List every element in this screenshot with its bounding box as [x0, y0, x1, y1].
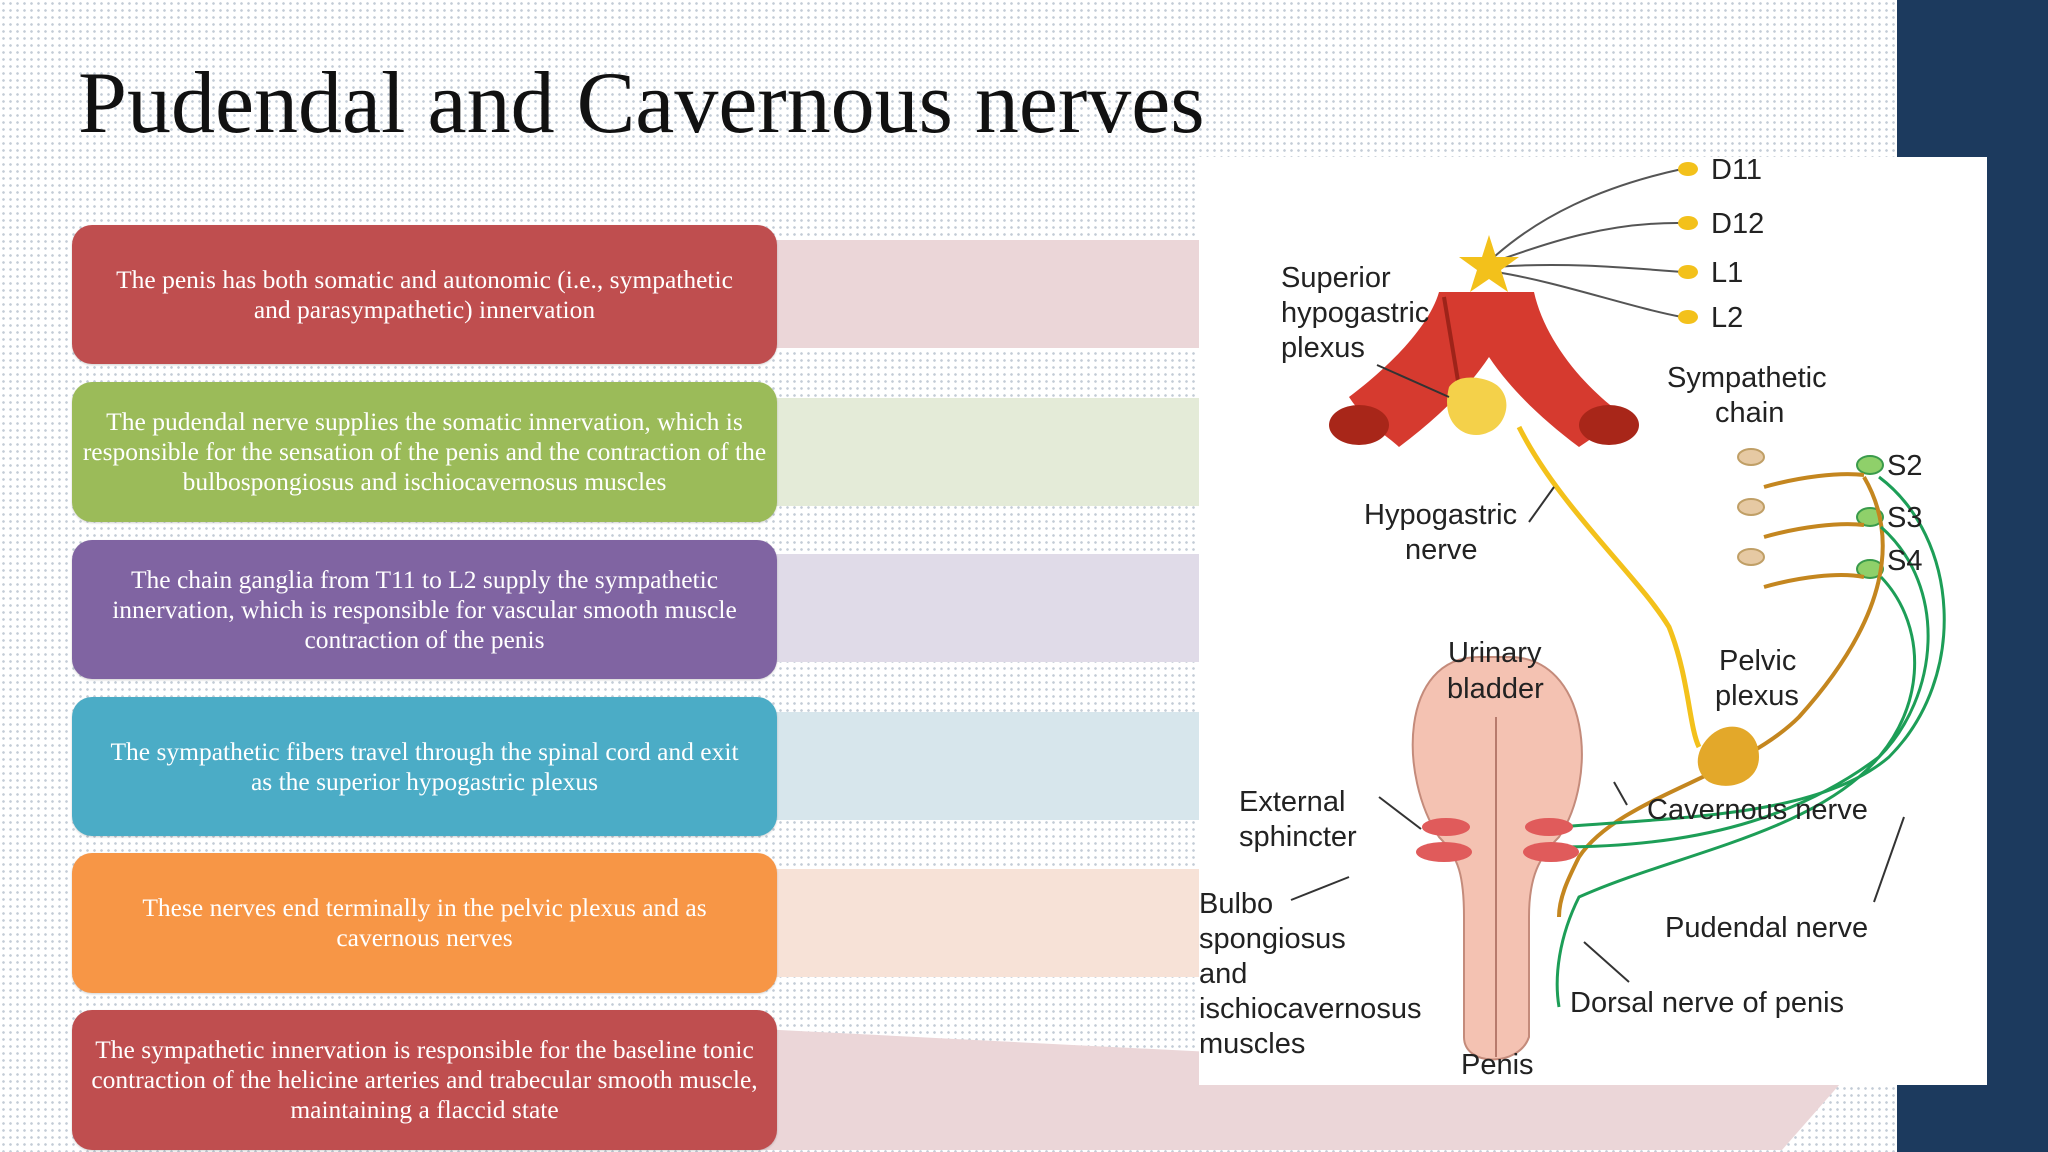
- label-superior-1: Superior: [1281, 262, 1391, 294]
- label-external-1: External: [1239, 786, 1345, 818]
- box-band-4: [700, 712, 1260, 820]
- slide-title: Pudendal and Cavernous nerves: [78, 55, 1205, 152]
- label-cavernous: Cavernous nerve: [1647, 794, 1868, 826]
- label-s2: S2: [1887, 450, 1922, 482]
- nerve-anatomy-figure: D11 D12 L1 L2 Superior hypogastric plexu…: [1199, 157, 1987, 1085]
- info-box-1-text: The penis has both somatic and autonomic…: [116, 264, 733, 324]
- label-sympathetic-2: chain: [1715, 397, 1784, 429]
- box-band-2: [700, 398, 1260, 506]
- info-box-2: The pudendal nerve supplies the somatic …: [72, 382, 777, 522]
- label-pelvic-1: Pelvic: [1719, 645, 1796, 677]
- label-superior-2: hypogastric: [1281, 297, 1429, 329]
- label-urinary-1: Urinary: [1448, 637, 1542, 669]
- box-band-3: [700, 554, 1260, 662]
- label-hypogastric-2: nerve: [1405, 534, 1478, 566]
- label-l1: L1: [1711, 257, 1743, 289]
- label-sympathetic-1: Sympathetic: [1667, 362, 1827, 394]
- label-hypogastric-1: Hypogastric: [1364, 499, 1517, 531]
- label-s4: S4: [1887, 545, 1922, 577]
- anatomy-illustration: D11 D12 L1 L2 Superior hypogastric plexu…: [1199, 157, 1946, 1081]
- label-external-2: sphincter: [1239, 821, 1357, 853]
- info-box-6-text: The sympathetic innervation is responsib…: [91, 1035, 758, 1124]
- info-box-1: The penis has both somatic and autonomic…: [72, 225, 777, 364]
- box-band-1: [700, 240, 1260, 348]
- label-pelvic-2: plexus: [1715, 680, 1799, 712]
- info-box-2-text: The pudendal nerve supplies the somatic …: [82, 407, 767, 496]
- label-penis: Penis: [1461, 1049, 1534, 1081]
- label-superior-3: plexus: [1281, 332, 1365, 364]
- label-bulbo-5: muscles: [1199, 1028, 1305, 1060]
- info-box-3-text: The chain ganglia from T11 to L2 supply …: [112, 564, 737, 654]
- bottom-arrow-band: [700, 1026, 1840, 1150]
- info-box-5: These nerves end terminally in the pelvi…: [72, 853, 777, 993]
- box-band-5: [700, 869, 1260, 977]
- info-box-3: The chain ganglia from T11 to L2 supply …: [72, 540, 777, 679]
- label-l2: L2: [1711, 302, 1743, 334]
- info-box-4: The sympathetic fibers travel through th…: [72, 697, 777, 836]
- label-bulbo-3: and: [1199, 958, 1247, 990]
- label-s3: S3: [1887, 502, 1922, 534]
- info-box-5-text: These nerves end terminally in the pelvi…: [142, 893, 707, 952]
- info-box-4-text: The sympathetic fibers travel through th…: [110, 736, 739, 796]
- label-bulbo-1: Bulbo: [1199, 888, 1273, 920]
- label-pudendal: Pudendal nerve: [1665, 912, 1868, 944]
- label-bulbo-4: ischiocavernosus: [1199, 993, 1421, 1025]
- label-urinary-2: bladder: [1447, 673, 1544, 705]
- label-d11: D11: [1711, 157, 1762, 186]
- label-bulbo-2: spongiosus: [1199, 923, 1346, 955]
- label-dorsal: Dorsal nerve of penis: [1570, 987, 1844, 1019]
- info-box-6: The sympathetic innervation is responsib…: [72, 1010, 777, 1150]
- label-d12: D12: [1711, 208, 1764, 240]
